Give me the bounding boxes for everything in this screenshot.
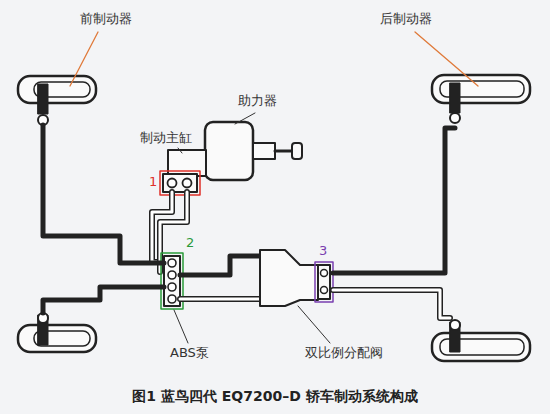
proportioning-valve (260, 250, 330, 306)
leader-lines (70, 32, 478, 86)
rear-top-pipe (333, 128, 455, 273)
callout-box-3 (315, 262, 333, 302)
front-left-bottom-brake (18, 313, 96, 352)
callout-box-1 (160, 171, 200, 195)
part-label: 后制动器 (380, 12, 432, 27)
abs-to-valve-pipe (180, 256, 262, 275)
rear-bottom-pipe (333, 290, 450, 318)
abs-to-valve-pipe-2 (180, 296, 262, 302)
part-label: 双比例分配阀 (305, 346, 383, 361)
callout-number: 2 (186, 236, 194, 251)
callout-number: 1 (149, 175, 157, 190)
front-left-top-brake (18, 76, 96, 125)
master-to-abs-pipes (152, 192, 187, 272)
front-left-top-pipe (43, 125, 164, 263)
part-label: 助力器 (238, 94, 277, 109)
figure-caption: 图1 蓝鸟四代 EQ7200–D 轿车制动系统构成 (132, 388, 417, 404)
brake-booster (205, 122, 302, 180)
rear-right-bottom-brake (432, 320, 530, 361)
part-label: 前制动器 (80, 12, 132, 27)
part-label: ABS泵 (170, 346, 209, 361)
front-left-bottom-pipe (43, 287, 164, 313)
rear-right-top-brake (432, 75, 530, 123)
callout-number: 3 (319, 244, 327, 259)
part-label: 制动主缸 (140, 131, 192, 146)
leader-lines-dark (174, 113, 330, 343)
